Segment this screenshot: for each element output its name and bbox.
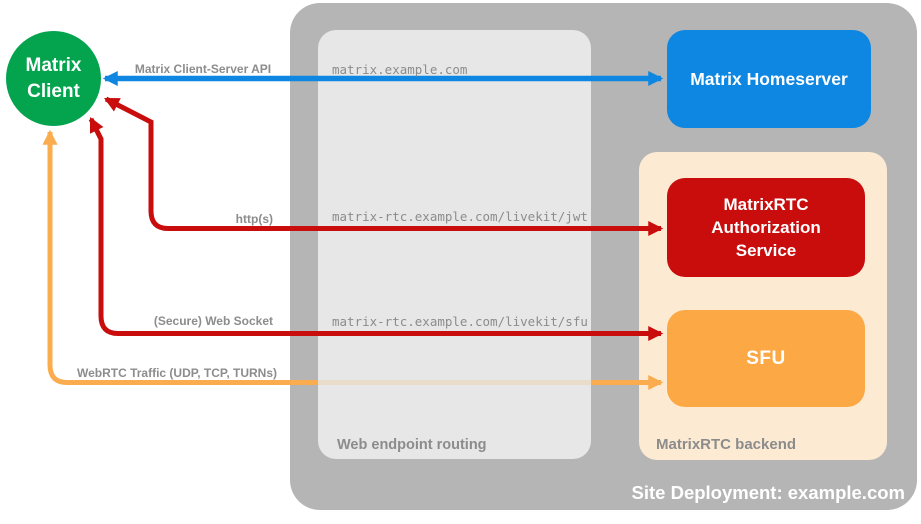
web-endpoint-routing-container: [318, 30, 591, 459]
route-livekit-sfu: matrix-rtc.example.com/livekit/sfu: [332, 314, 588, 329]
sfu-node: SFU: [667, 310, 865, 407]
webrtc-arrow: [42, 129, 318, 385]
matrixrtc-auth-service-node: MatrixRTC Authorization Service: [667, 178, 865, 277]
backend-container-label: MatrixRTC backend: [656, 436, 797, 453]
webrtc-label: WebRTC Traffic (UDP, TCP, TURNs): [76, 366, 277, 380]
websocket-label: (Secure) Web Socket: [153, 314, 273, 328]
routing-container-label: Web endpoint routing: [337, 437, 487, 453]
matrix-homeserver-node: Matrix Homeserver: [667, 30, 871, 128]
matrixrtc-auth-service-label: MatrixRTC Authorization Service: [711, 195, 821, 260]
route-matrix-domain: matrix.example.com: [332, 62, 468, 77]
matrix-client-node: Matrix Client: [6, 31, 101, 126]
site-deployment-label: Site Deployment: example.com: [631, 482, 905, 503]
sfu-label: SFU: [746, 347, 786, 369]
https-label: http(s): [235, 212, 273, 226]
matrix-homeserver-label: Matrix Homeserver: [690, 68, 848, 89]
client-server-api-label: Matrix Client-Server API: [134, 62, 272, 76]
route-livekit-jwt: matrix-rtc.example.com/livekit/jwt: [332, 209, 588, 224]
